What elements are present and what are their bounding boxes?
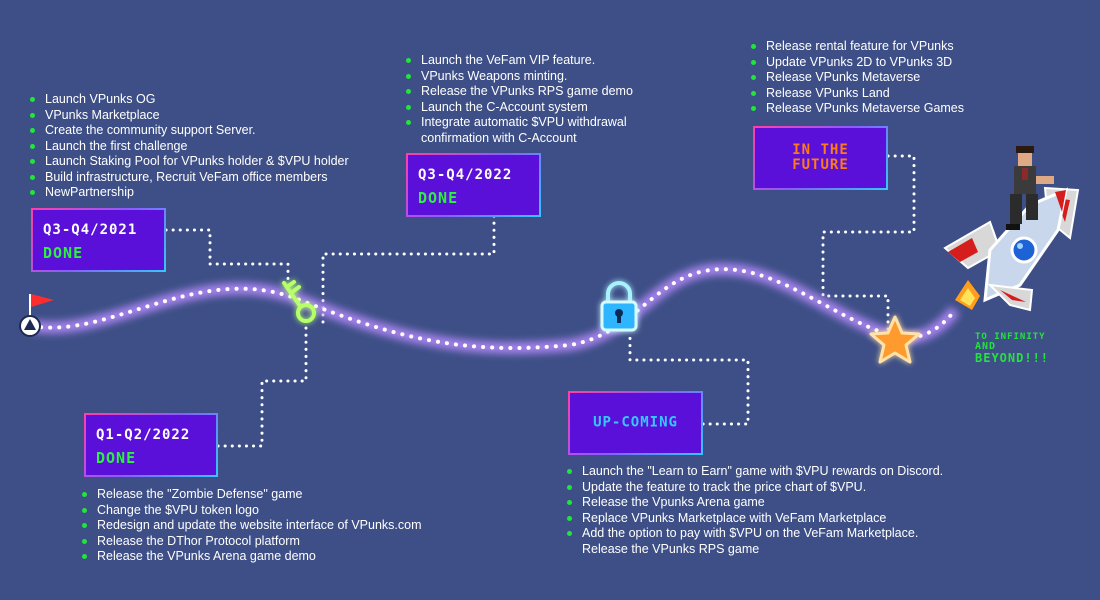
phase-q3-2021-box: Q3-Q4/2021 DONE — [31, 208, 166, 272]
list-item: Build infrastructure, Recruit VeFam offi… — [30, 170, 390, 186]
connector-q1-2022 — [216, 323, 308, 448]
list-item: Launch the first challenge — [30, 139, 390, 155]
tagline-line3: BEYOND!!! — [975, 351, 1050, 365]
list-item: Release the "Zombie Defense" game — [82, 487, 462, 503]
list-item: Update the feature to track the price ch… — [567, 480, 967, 496]
key-icon — [282, 280, 316, 323]
list-item: Release VPunks Metaverse — [751, 70, 1011, 86]
list-item: Release VPunks Metaverse Games — [751, 101, 1011, 117]
phase-label: UP-COMING — [593, 414, 678, 431]
phase-label-line2: FUTURE — [792, 157, 849, 173]
phase-status: DONE — [43, 244, 84, 262]
list-item: Add the option to pay with $VPU on the V… — [567, 526, 967, 557]
phase-future-list: Release rental feature for VPunks Update… — [751, 39, 1011, 117]
phase-q3-2022-list: Launch the VeFam VIP feature. VPunks Wea… — [406, 53, 666, 146]
list-item: Release the DThor Protocol platform — [82, 534, 462, 550]
list-item: VPunks Weapons minting. — [406, 69, 666, 85]
connector-upcoming — [628, 334, 750, 426]
list-item: Update VPunks 2D to VPunks 3D — [751, 55, 1011, 71]
list-item: Release VPunks Land — [751, 86, 1011, 102]
connector-future — [821, 154, 916, 332]
phase-q3-2021-list: Launch VPunks OG VPunks Marketplace Crea… — [30, 92, 390, 201]
phase-status: DONE — [96, 449, 137, 467]
connector-q3-2021 — [164, 228, 290, 284]
phase-future-box: IN THE FUTURE — [753, 126, 888, 190]
connector-lines — [164, 154, 916, 448]
phase-q1-2022-list: Release the "Zombie Defense" game Change… — [82, 487, 462, 565]
phase-period: Q3-Q4/2022 — [418, 167, 513, 183]
list-item: Release the VPunks RPS game demo — [406, 84, 666, 100]
phase-q1-2022-box: Q1-Q2/2022 DONE — [84, 413, 218, 477]
rocket-icon — [943, 146, 1080, 312]
phase-upcoming-list: Launch the "Learn to Earn" game with $VP… — [567, 464, 967, 557]
flag-icon — [19, 294, 54, 337]
phase-period: Q1-Q2/2022 — [96, 427, 191, 443]
tagline-line1: TO INFINITY — [975, 332, 1046, 342]
list-item: NewPartnership — [30, 185, 390, 201]
phase-status: DONE — [418, 189, 459, 207]
phase-q3-2022-box: Q3-Q4/2022 DONE — [406, 153, 541, 217]
tagline-line2: AND — [975, 341, 997, 352]
tagline: TO INFINITY AND BEYOND!!! — [975, 332, 1049, 364]
phase-label: IN THE FUTURE — [755, 143, 886, 173]
phase-label-line1: IN THE — [792, 142, 849, 158]
padlock-icon — [600, 281, 638, 332]
phase-upcoming-box: UP-COMING — [568, 391, 703, 455]
road-dots — [30, 267, 957, 350]
list-item: Launch the VeFam VIP feature. — [406, 53, 666, 69]
list-item: Redesign and update the website interfac… — [82, 518, 462, 534]
star-icon — [869, 315, 921, 364]
list-item: Launch the "Learn to Earn" game with $VP… — [567, 464, 967, 480]
list-item: VPunks Marketplace — [30, 108, 390, 124]
list-item: Replace VPunks Marketplace with VeFam Ma… — [567, 511, 967, 527]
list-item: Change the $VPU token logo — [82, 503, 462, 519]
road-glow — [30, 263, 960, 354]
list-item: Release the VPunks Arena game demo — [82, 549, 462, 565]
list-item: Release rental feature for VPunks — [751, 39, 1011, 55]
connector-q3-2022 — [321, 214, 496, 324]
list-item: Launch VPunks OG — [30, 92, 390, 108]
list-item: Integrate automatic $VPU withdrawal conf… — [406, 115, 666, 146]
list-item: Launch Staking Pool for VPunks holder & … — [30, 154, 390, 170]
list-item: Release the Vpunks Arena game — [567, 495, 967, 511]
list-item: Launch the C-Account system — [406, 100, 666, 116]
list-item: Create the community support Server. — [30, 123, 390, 139]
phase-period: Q3-Q4/2021 — [43, 222, 138, 238]
